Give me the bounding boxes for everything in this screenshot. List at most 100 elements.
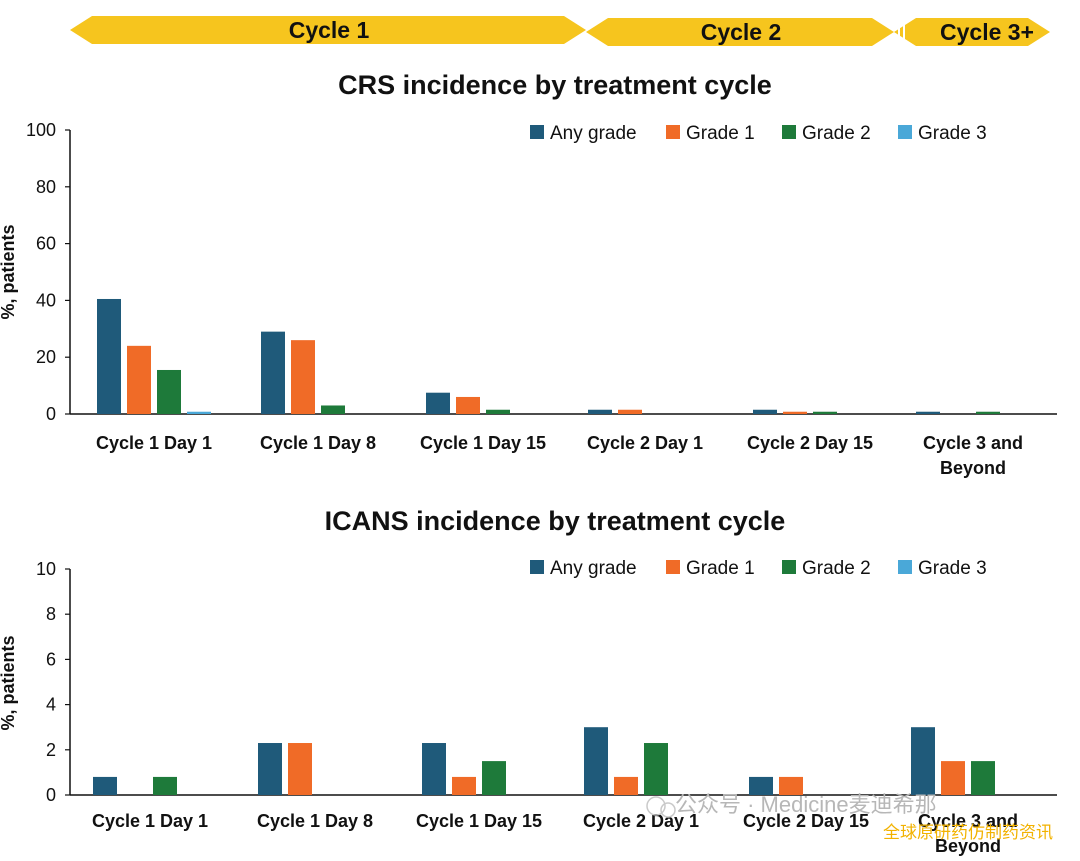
legend-label: Grade 1	[686, 123, 755, 144]
cycle-arrow-divider	[903, 18, 905, 46]
x-tick-label: Cycle 1 Day 15	[420, 433, 546, 453]
bar-any-grade-5	[753, 409, 777, 414]
x-tick-label: Cycle 2 Day 15	[747, 433, 873, 453]
x-tick-label: Cycle 1 Day 1	[96, 433, 212, 453]
y-axis-label: %, patients	[0, 635, 18, 730]
icans-chart: ICANS incidence by treatment cycle %, pat…	[0, 506, 1057, 856]
x-tick-label: Cycle 1 Day 8	[260, 433, 376, 453]
x-tick-label: Cycle 3 and	[918, 811, 1018, 831]
x-tick-label: Cycle 1 Day 8	[257, 811, 373, 831]
bar-grade-2-6	[971, 761, 995, 795]
y-tick-label: 100	[26, 120, 56, 140]
bar-grade-1-2	[291, 340, 315, 414]
bar-any-grade-3	[426, 392, 450, 414]
legend-swatch-any-grade	[530, 125, 544, 139]
legend-swatch-grade-1	[666, 560, 680, 574]
bar-grade-1-5	[779, 776, 803, 795]
y-axis-label: %, patients	[0, 224, 18, 319]
cycle-arrow-2: Cycle 2	[586, 18, 894, 46]
bar-any-grade-2	[261, 331, 285, 414]
legend: Any grade Grade 1 Grade 2 Grade 3	[530, 558, 987, 579]
cycle-label-1: Cycle 1	[289, 17, 370, 43]
y-tick-label: 8	[46, 604, 56, 624]
y-tick-label: 4	[46, 695, 56, 715]
legend-label: Grade 2	[802, 558, 871, 579]
chart-title: CRS incidence by treatment cycle	[338, 70, 772, 100]
bar-any-grade-4	[584, 727, 608, 795]
x-tick-label: Beyond	[940, 458, 1006, 478]
legend-label: Any grade	[550, 558, 637, 579]
x-tick-label: Cycle 3 and	[923, 433, 1023, 453]
bar-any-grade-3	[422, 743, 446, 795]
y-tick-label: 0	[46, 404, 56, 424]
bar-grade-2-3	[486, 409, 510, 414]
y-tick-label: 6	[46, 649, 56, 669]
bar-any-grade-2	[258, 743, 282, 795]
bar-grade-3-1	[187, 411, 211, 414]
bar-grade-1-4	[614, 776, 638, 795]
watermark-text: 公众号 · Medicine麦迪希那	[675, 792, 937, 817]
cycle-label-2: Cycle 2	[701, 19, 782, 45]
bar-any-grade-6	[916, 411, 940, 414]
legend-swatch-any-grade	[530, 560, 544, 574]
bar-any-grade-1	[97, 298, 121, 414]
legend-swatch-grade-3	[898, 560, 912, 574]
legend-swatch-grade-2	[782, 125, 796, 139]
bar-grade-1-5	[783, 411, 807, 414]
x-tick-label: Cycle 1 Day 15	[416, 811, 542, 831]
bar-grade-2-1	[153, 776, 177, 795]
bar-grade-1-3	[456, 396, 480, 414]
y-tick-label: 0	[46, 785, 56, 805]
cycle-arrow-shape	[70, 16, 586, 44]
legend-swatch-grade-2	[782, 560, 796, 574]
legend-label: Grade 3	[918, 558, 987, 579]
bar-grade-2-4	[644, 743, 668, 795]
x-tick-label: Cycle 1 Day 1	[92, 811, 208, 831]
y-tick-label: 40	[36, 290, 56, 310]
bar-grade-1-3	[452, 776, 476, 795]
legend-swatch-grade-1	[666, 125, 680, 139]
x-tick-label: Cycle 2 Day 15	[743, 811, 869, 831]
chart-title: ICANS incidence by treatment cycle	[325, 506, 786, 536]
cycle-arrow-1: Cycle 1	[70, 16, 586, 44]
bar-grade-1-6	[941, 761, 965, 795]
bar-any-grade-6	[911, 727, 935, 795]
bar-grade-1-1	[127, 345, 151, 414]
y-tick-label: 60	[36, 234, 56, 254]
bar-grade-2-3	[482, 761, 506, 795]
cycle-arrows: Cycle 1 Cycle 2 Cycle 3+	[70, 16, 1050, 46]
cycle-label-3: Cycle 3+	[940, 19, 1034, 45]
legend-label: Grade 2	[802, 123, 871, 144]
cycle-arrow-shape	[894, 18, 1050, 46]
y-tick-label: 10	[36, 559, 56, 579]
x-tick-label: Beyond	[935, 836, 1001, 856]
bar-any-grade-1	[93, 776, 117, 795]
x-tick-label: Cycle 2 Day 1	[587, 433, 703, 453]
cycle-arrow-divider	[898, 18, 900, 46]
bar-grade-1-2	[288, 743, 312, 795]
wechat-icon	[646, 796, 666, 816]
bar-any-grade-4	[588, 409, 612, 414]
legend-swatch-grade-3	[898, 125, 912, 139]
legend: Any grade Grade 1 Grade 2 Grade 3	[530, 123, 987, 144]
legend-label: Grade 3	[918, 123, 987, 144]
wechat-icon	[660, 802, 676, 818]
cycle-arrow-shape	[586, 18, 894, 46]
bar-grade-2-5	[813, 411, 837, 414]
y-tick-label: 80	[36, 177, 56, 197]
bar-any-grade-5	[749, 776, 773, 795]
cycle-arrow-3: Cycle 3+	[894, 18, 1050, 46]
bar-grade-1-4	[618, 409, 642, 414]
legend-label: Any grade	[550, 123, 637, 144]
crs-chart: CRS incidence by treatment cycle %, patie…	[0, 70, 1057, 478]
legend-label: Grade 1	[686, 558, 755, 579]
bar-grade-2-2	[321, 405, 345, 414]
y-tick-label: 2	[46, 740, 56, 760]
y-tick-label: 20	[36, 347, 56, 367]
bar-grade-2-6	[976, 411, 1000, 414]
bar-grade-2-1	[157, 369, 181, 414]
watermark-subtext: 全球原研药仿制药资讯	[883, 823, 1053, 842]
